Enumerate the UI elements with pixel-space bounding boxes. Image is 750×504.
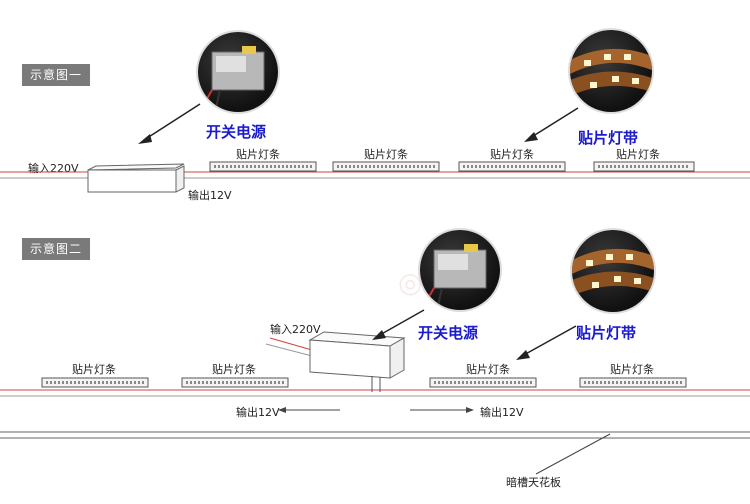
d2-power-box bbox=[310, 332, 404, 392]
d1-strip-4 bbox=[594, 162, 694, 171]
d2-strip-2 bbox=[182, 378, 288, 387]
d2-strip-4 bbox=[580, 378, 686, 387]
d2-output-arrow-right bbox=[410, 407, 474, 413]
ceiling-label: 暗槽天花板 bbox=[506, 474, 561, 490]
d1-strip-2 bbox=[333, 162, 439, 171]
ceiling-pointer bbox=[536, 434, 610, 474]
diagram2-strip-label-3: 贴片灯条 bbox=[466, 361, 510, 377]
diagram2-output-left: 输出12V bbox=[236, 404, 280, 420]
d2-input-wire-red bbox=[270, 338, 312, 350]
d2-strip-1 bbox=[42, 378, 148, 387]
diagram2-output-right: 输出12V bbox=[480, 404, 524, 420]
diagram2-power-callout: 开关电源 bbox=[418, 322, 478, 343]
diagram2-strip-callout: 贴片灯带 bbox=[576, 322, 636, 343]
d1-strip-3 bbox=[459, 162, 565, 171]
d2-strip-3 bbox=[430, 378, 536, 387]
d2-output-arrow-left bbox=[278, 407, 340, 413]
diagram2-strip-label-4: 贴片灯条 bbox=[610, 361, 654, 377]
diagram2-tag: 示意图二 bbox=[22, 238, 90, 260]
d1-strip-1 bbox=[210, 162, 316, 171]
diagram2-strip-label-2: 贴片灯条 bbox=[212, 361, 256, 377]
led-strip-photo-icon-2 bbox=[572, 230, 654, 312]
d1-arrow-strip bbox=[524, 108, 578, 142]
d2-arrow-strip bbox=[516, 326, 576, 360]
diagram2-strip-label-1: 贴片灯条 bbox=[72, 361, 116, 377]
power-supply-photo-icon-2 bbox=[420, 230, 500, 310]
d1-arrow-power bbox=[138, 104, 200, 144]
diagram2-input-label: 输入220V bbox=[270, 321, 321, 337]
d2-arrow-power bbox=[372, 310, 424, 340]
d1-power-box bbox=[88, 164, 184, 192]
d2-input-wire-gray bbox=[266, 344, 312, 356]
